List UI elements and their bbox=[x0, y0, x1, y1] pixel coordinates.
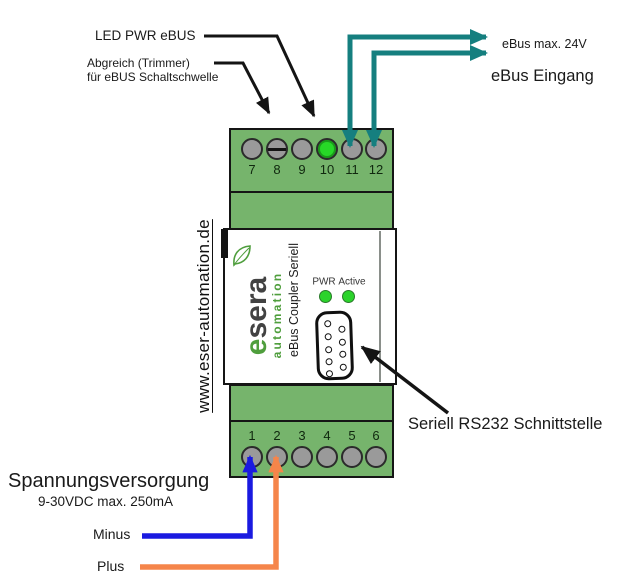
db9-pin bbox=[325, 346, 333, 354]
terminal-number: 8 bbox=[273, 162, 281, 177]
pwr-led bbox=[319, 290, 332, 303]
leaf-icon bbox=[233, 245, 251, 267]
brand-first-letter: e bbox=[240, 338, 273, 356]
active-led bbox=[342, 290, 355, 303]
terminal-number: 6 bbox=[372, 428, 380, 443]
brand-logo-text: esera bbox=[240, 277, 274, 355]
db9-pin bbox=[339, 350, 347, 358]
db9-pin bbox=[325, 358, 333, 366]
module-band-lower bbox=[229, 384, 394, 422]
terminal-screw-1 bbox=[241, 446, 263, 468]
led-annotation-arrow bbox=[204, 34, 316, 118]
terminal-number: 9 bbox=[298, 162, 306, 177]
terminal-number: 10 bbox=[319, 162, 335, 177]
ebus-input-label: eBus Eingang bbox=[491, 67, 594, 85]
terminal-screw-7 bbox=[241, 138, 263, 160]
trimmer-label-line2: für eBUS Schaltschwelle bbox=[87, 70, 219, 84]
trimmer-annotation-arrow bbox=[214, 61, 271, 115]
rs232-label: Seriell RS232 Schnittstelle bbox=[408, 415, 603, 433]
terminal-number: 12 bbox=[368, 162, 384, 177]
terminal-screw-9 bbox=[291, 138, 313, 160]
db9-pin bbox=[324, 333, 332, 341]
rs232-db9-connector bbox=[314, 310, 355, 381]
power-supply-spec: 9-30VDC max. 250mA bbox=[38, 494, 174, 509]
db9-pin bbox=[339, 363, 347, 371]
terminal-screw-11 bbox=[341, 138, 363, 160]
db9-pin bbox=[324, 320, 332, 328]
brand-sub-text: automation bbox=[270, 271, 284, 359]
terminal-screw-6 bbox=[365, 446, 387, 468]
pwr-led-label: PWR bbox=[312, 276, 336, 288]
active-led-label: Active bbox=[338, 276, 366, 288]
din-rail-clip bbox=[221, 229, 228, 258]
bottom-terminal-block: 1 2 3 4 5 6 bbox=[229, 420, 394, 478]
screw-slot bbox=[268, 148, 286, 151]
terminal-number: 4 bbox=[323, 428, 331, 443]
module-band-upper bbox=[229, 191, 394, 230]
db9-pin bbox=[325, 370, 334, 378]
terminal-number: 11 bbox=[345, 162, 359, 177]
minus-label: Minus bbox=[93, 526, 131, 542]
website-vertical-text: www.eser-automation.de bbox=[194, 219, 213, 413]
terminal-number: 1 bbox=[248, 428, 256, 443]
terminal-screw-4 bbox=[316, 446, 338, 468]
brand-rest: sera bbox=[240, 276, 273, 339]
ebus-max-label: eBus max. 24V bbox=[502, 37, 587, 51]
terminal-screw-5 bbox=[341, 446, 363, 468]
db9-pin bbox=[338, 325, 346, 333]
ebus-power-led bbox=[316, 138, 338, 160]
front-label-panel bbox=[223, 228, 397, 385]
top-terminal-block: 7 8 9 10 11 12 bbox=[229, 128, 394, 193]
terminal-number: 2 bbox=[273, 428, 281, 443]
terminal-number: 3 bbox=[298, 428, 306, 443]
plus-label: Plus bbox=[97, 558, 125, 574]
db9-pin bbox=[338, 338, 347, 346]
trimmer-label: Abgreich (Trimmer) für eBUS Schaltschwel… bbox=[87, 56, 218, 84]
trimmer-label-line1: Abgreich (Trimmer) bbox=[87, 56, 190, 70]
terminal-screw-2 bbox=[266, 446, 288, 468]
led-pwr-label: LED PWR eBUS bbox=[95, 28, 196, 43]
product-name-text: eBus Coupler Seriell bbox=[287, 243, 301, 357]
terminal-screw-12 bbox=[365, 138, 387, 160]
terminal-screw-3 bbox=[291, 446, 313, 468]
terminal-number: 7 bbox=[248, 162, 256, 177]
label-sticker-edge bbox=[379, 231, 381, 382]
power-supply-title: Spannungsversorgung bbox=[8, 470, 210, 492]
terminal-number: 5 bbox=[348, 428, 356, 443]
trimmer-screw-8 bbox=[266, 138, 288, 160]
